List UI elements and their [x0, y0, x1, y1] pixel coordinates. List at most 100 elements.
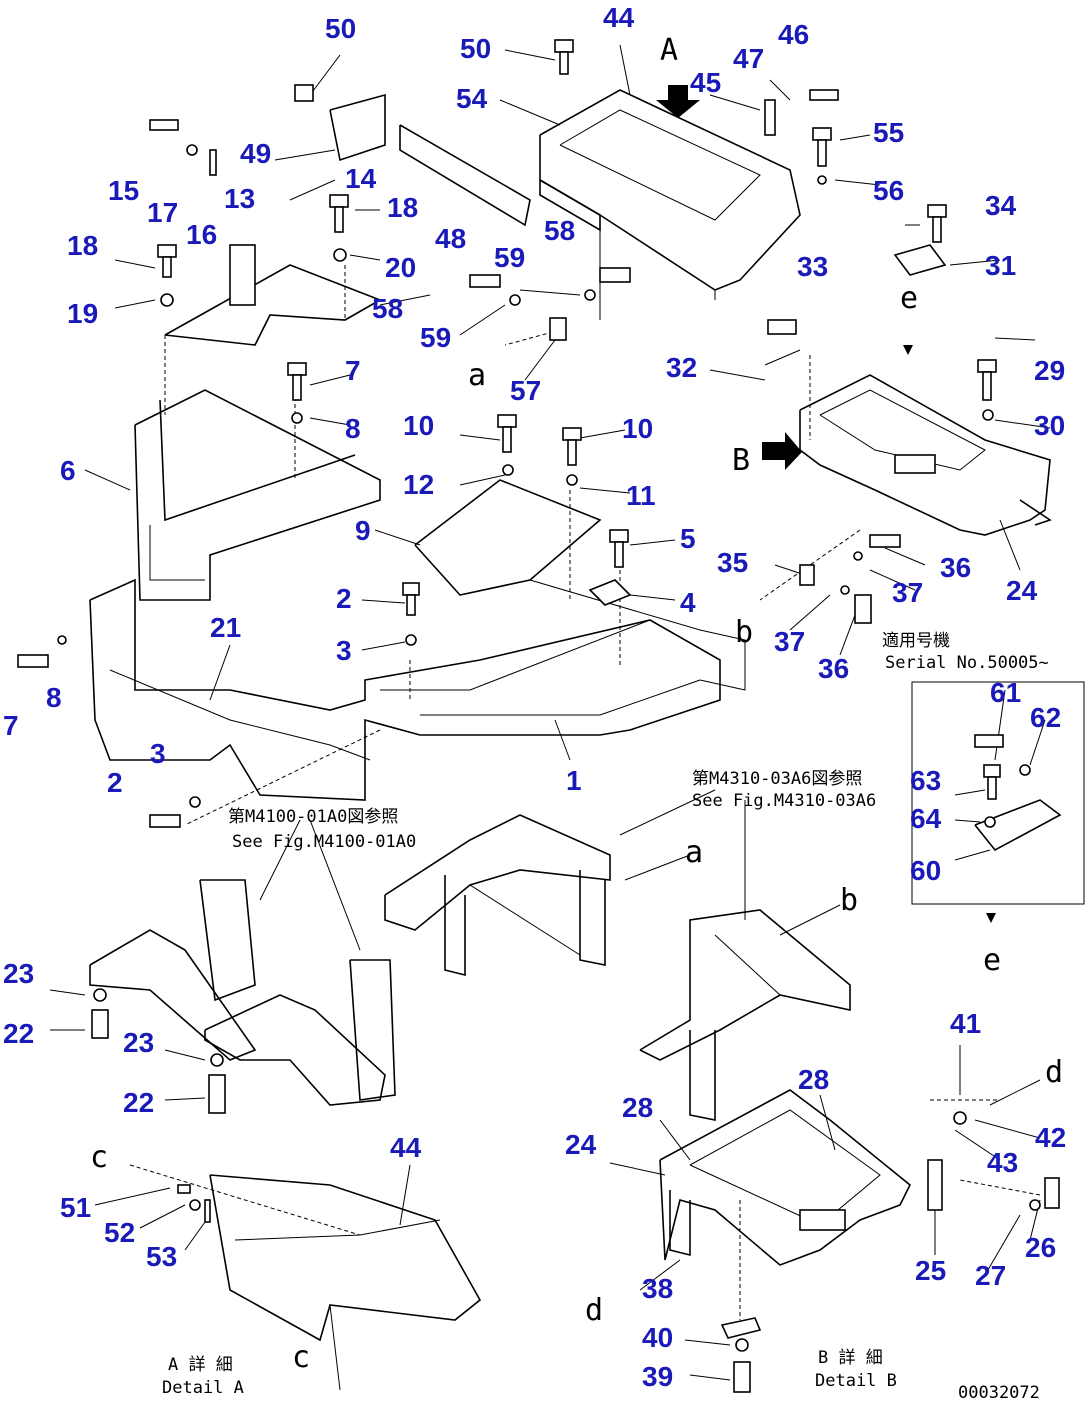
callout-44-top: 44	[603, 2, 635, 33]
callout-14: 14	[345, 163, 377, 194]
callout-1: 1	[566, 765, 582, 796]
washer-62	[1019, 764, 1031, 776]
bolt-34	[927, 204, 947, 218]
callout-9: 9	[355, 515, 371, 546]
callout-42: 42	[1035, 1122, 1066, 1153]
washer-8-left	[57, 635, 67, 645]
callout-36-right: 36	[940, 552, 971, 583]
callout-26: 26	[1025, 1232, 1056, 1263]
bolt-61	[974, 734, 1004, 748]
bolt-10-right	[562, 427, 582, 441]
washer-17	[186, 144, 198, 156]
washer-12	[502, 464, 514, 476]
washer-8-top	[291, 412, 303, 424]
callout-55: 55	[873, 117, 904, 148]
washer-20	[333, 248, 347, 262]
callout-32: 32	[666, 352, 697, 383]
washer-3-top	[405, 634, 417, 646]
bolt-2-top-shank	[406, 594, 416, 616]
washer-19	[160, 293, 174, 307]
callout-31: 31	[985, 250, 1016, 281]
bolt-2-top	[402, 582, 420, 596]
callout-64: 64	[910, 803, 942, 834]
callout-50-left: 50	[325, 13, 356, 44]
washer-40	[735, 1338, 749, 1352]
callout-34: 34	[985, 190, 1017, 221]
pin-16	[209, 149, 217, 176]
bracket-25	[927, 1159, 943, 1211]
callout-23-right: 23	[123, 1027, 154, 1058]
bolt-59-left	[469, 274, 501, 288]
bolt-51	[177, 1184, 191, 1194]
callout-61: 61	[990, 677, 1021, 708]
bolt-39	[733, 1361, 751, 1393]
bolt-55-shank	[817, 139, 827, 167]
callout-36-left: 36	[818, 653, 849, 684]
marker-arrow-e-bottom	[986, 913, 996, 923]
callout-52: 52	[104, 1217, 135, 1248]
detail-a-jp: A 詳 細	[168, 1355, 233, 1375]
callout-5: 5	[680, 523, 696, 554]
callout-6: 6	[60, 455, 76, 486]
bolt-55	[812, 127, 832, 141]
serial-note-en: Serial No.50005~	[885, 653, 1049, 673]
callout-28-right: 28	[798, 1064, 829, 1095]
callout-33: 33	[797, 251, 828, 282]
callout-57: 57	[510, 375, 541, 406]
drawing-linework	[49, 44, 1085, 1391]
view-arrow-b	[762, 432, 802, 470]
callout-16: 16	[186, 219, 217, 250]
letter-d-right: d	[1045, 1055, 1063, 1090]
callout-48: 48	[435, 223, 466, 254]
bolt-26	[1044, 1177, 1060, 1209]
callout-7-top: 7	[345, 355, 361, 386]
view-letter-a: A	[660, 33, 678, 68]
see-fig-m4100-jp: 第M4100-01A0図参照	[228, 807, 398, 827]
callout-8-left: 8	[46, 682, 62, 713]
callout-58-right: 58	[544, 215, 575, 246]
letter-b-right: b	[840, 883, 858, 918]
callout-46: 46	[778, 19, 809, 50]
callout-60: 60	[910, 855, 941, 886]
callout-40: 40	[642, 1322, 673, 1353]
letter-b-mid: b	[735, 615, 753, 650]
serial-note-jp: 適用号機	[882, 631, 950, 651]
washer-23-left	[93, 988, 107, 1002]
callout-15: 15	[108, 175, 139, 206]
washer-3-bottom	[189, 796, 201, 808]
bolt-34-shank	[932, 216, 942, 243]
callout-30: 30	[1034, 410, 1065, 441]
bolt-50-top-shank	[559, 51, 569, 75]
washer-23-right	[210, 1053, 224, 1067]
letter-a-top: a	[468, 358, 486, 393]
bolt-18-left	[157, 244, 177, 258]
detail-b-en: Detail B	[815, 1371, 897, 1391]
callout-43: 43	[987, 1147, 1018, 1178]
washer-59-right	[584, 289, 596, 301]
callout-12: 12	[403, 469, 434, 500]
plate-38	[720, 1317, 762, 1339]
bolt-50-top	[554, 39, 574, 53]
pin-53	[204, 1199, 211, 1223]
callout-22-right: 22	[123, 1087, 154, 1118]
callout-51: 51	[60, 1192, 91, 1223]
callout-21: 21	[210, 612, 241, 643]
bolt-50-left	[294, 84, 314, 102]
letter-c-top: c	[90, 1140, 108, 1175]
reference-notes: 適用号機 Serial No.50005~ 第M4310-03A6図参照 See…	[162, 631, 1049, 1403]
callout-35: 35	[717, 547, 748, 578]
hardware-parts	[17, 39, 1060, 1393]
callout-38: 38	[642, 1273, 673, 1304]
bolt-18-left-shank	[162, 256, 172, 278]
reference-letters: A B a e b a b e d d c c	[90, 33, 1063, 1375]
callout-24-bottom: 24	[565, 1129, 597, 1160]
callout-59-top: 59	[494, 242, 525, 273]
callout-10-left: 10	[403, 410, 434, 441]
washer-30	[982, 409, 994, 421]
see-fig-m4310-en: See Fig.M4310-03A6	[692, 791, 876, 811]
callout-41: 41	[950, 1008, 981, 1039]
plate-4	[588, 579, 632, 606]
washer-37-right	[853, 551, 863, 561]
callout-49: 49	[240, 138, 271, 169]
